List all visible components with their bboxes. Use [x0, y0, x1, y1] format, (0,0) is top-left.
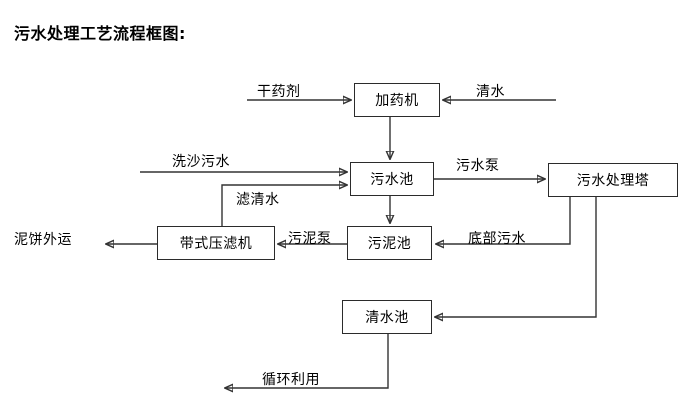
edge-label-recycle-use: 循环利用: [262, 372, 320, 388]
node-sewage-pool-label: 污水池: [370, 172, 414, 188]
edge-label-sewage-pump: 污水泵: [456, 158, 500, 174]
terminal-clean-water-input: 清水: [476, 84, 505, 100]
terminal-sand-washing-sewage: 洗沙污水: [172, 154, 230, 170]
node-dosing-machine[interactable]: 加药机: [354, 83, 440, 117]
node-sewage-treatment-tower-label: 污水处理塔: [576, 173, 650, 189]
edge-bottom-sewage-to-sludge-pool: [436, 197, 571, 244]
edge-label-sludge-pump: 污泥泵: [288, 231, 332, 247]
edge-label-filtered-clear-water: 滤清水: [236, 192, 280, 208]
edge-filtered-water-to-sewage-pool: [221, 185, 347, 226]
node-clean-water-pool-label: 清水池: [365, 310, 409, 326]
page-title: 污水处理工艺流程框图:: [14, 24, 186, 43]
node-belt-filter-press[interactable]: 带式压滤机: [157, 226, 275, 260]
node-belt-filter-press-label: 带式压滤机: [179, 236, 253, 252]
node-sewage-pool[interactable]: 污水池: [350, 162, 434, 196]
terminal-mud-cake-output: 泥饼外运: [14, 232, 72, 248]
terminal-dry-agent: 干药剂: [257, 84, 301, 100]
node-sludge-pool-label: 污泥池: [367, 236, 412, 252]
edge-clean-water-recycle: [225, 333, 389, 388]
node-clean-water-pool[interactable]: 清水池: [342, 300, 432, 334]
node-dosing-machine-label: 加药机: [375, 93, 419, 109]
node-sewage-treatment-tower[interactable]: 污水处理塔: [548, 163, 678, 197]
edge-label-bottom-sewage: 底部污水: [468, 231, 526, 247]
node-sludge-pool[interactable]: 污泥池: [347, 226, 432, 260]
edge-tower-to-clean-water-pool: [435, 197, 597, 317]
